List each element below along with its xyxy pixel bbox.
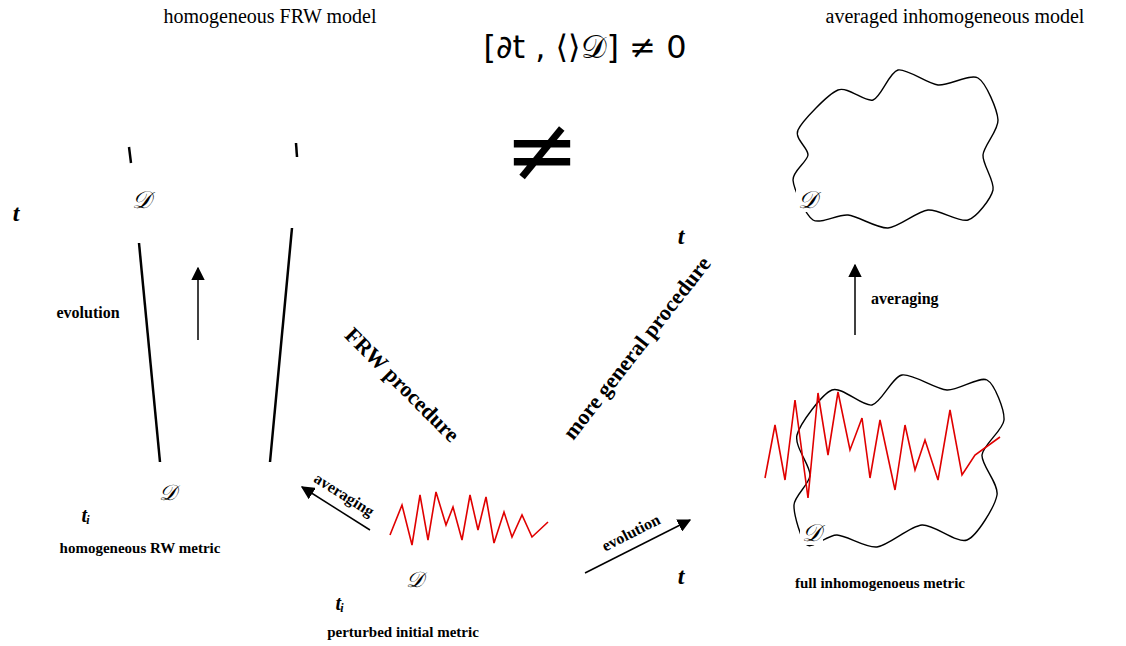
blob-outline xyxy=(793,70,998,228)
worldline xyxy=(270,228,292,462)
blob-outline xyxy=(778,60,1013,265)
heading: averaged inhomogeneous model xyxy=(826,6,1085,26)
metric-label: perturbed initial metric xyxy=(327,625,479,640)
time-label: t xyxy=(678,564,685,588)
domain-label: 𝒟 xyxy=(796,188,819,212)
metric-label: full inhomogenoeus metric xyxy=(795,576,965,591)
inhomogeneous-metric xyxy=(765,392,1000,498)
averaging-arrow xyxy=(854,265,856,335)
not-equal-symbol: ≠ xyxy=(504,105,579,195)
time-label: tᵢ xyxy=(336,593,345,613)
domain-label: 𝒟 xyxy=(159,482,177,504)
procedure-label: FRW procedure xyxy=(341,324,464,447)
domain-blob: 𝒟 xyxy=(778,60,1013,265)
heading: homogeneous FRW model xyxy=(164,6,377,26)
time-label: t xyxy=(678,224,685,248)
worldline xyxy=(129,147,131,163)
worldline xyxy=(296,143,297,157)
domain-label: 𝒟 xyxy=(406,569,424,591)
time-label: tᵢ xyxy=(82,505,91,525)
evolution-arrow xyxy=(197,268,199,340)
arrow-label: evolution xyxy=(56,305,119,321)
domain-label: 𝒟 xyxy=(132,188,151,212)
domain-blob: 𝒟 xyxy=(782,335,1014,557)
perturbed-metric xyxy=(390,492,548,545)
formula: [∂t , ⟨⟩𝒟] ≠ 0 xyxy=(483,31,686,63)
arrow-label: averaging xyxy=(869,290,941,308)
worldline xyxy=(139,243,160,462)
arrow-label: evolution xyxy=(599,512,663,555)
procedure-label: more general procedure xyxy=(559,253,715,444)
time-label: t xyxy=(13,201,20,225)
domain-label: 𝒟 xyxy=(800,521,823,545)
metric-label: homogeneous RW metric xyxy=(60,541,221,556)
arrow-label: averaging xyxy=(311,470,377,519)
